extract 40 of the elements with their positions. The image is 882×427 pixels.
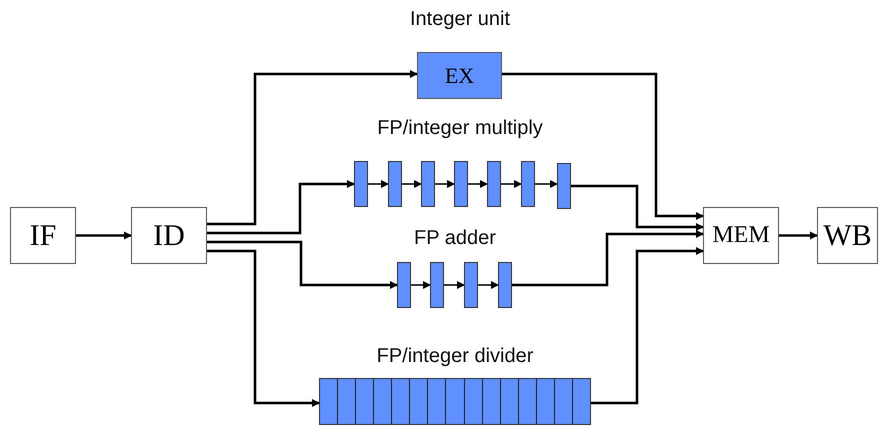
pipeline-stage-box: IF <box>10 207 76 264</box>
arrow <box>478 281 499 289</box>
pipeline-stage <box>557 163 571 209</box>
arrow <box>501 180 522 188</box>
pipeline-stage <box>487 161 501 207</box>
unit-title: FP/integer divider <box>376 345 534 368</box>
pipeline-stage <box>521 161 535 207</box>
pipeline-stage <box>454 161 468 207</box>
arrow <box>444 281 465 289</box>
pipeline-stage <box>464 262 478 308</box>
pipeline-stage <box>397 262 411 308</box>
arrow <box>368 180 389 188</box>
unit-title: FP/integer multiply <box>377 117 543 140</box>
pipeline-stage-box: MEM <box>703 207 779 264</box>
execution-unit-box: EX <box>417 52 502 99</box>
pipeline-stage <box>388 161 402 207</box>
arrow <box>468 180 488 188</box>
pipeline-stage <box>430 262 444 308</box>
arrow <box>207 240 398 289</box>
unit-title: Integer unit <box>410 8 510 31</box>
arrow <box>402 180 422 188</box>
pipeline-stage-box: WB <box>817 207 878 264</box>
arrow <box>571 184 704 231</box>
pipeline-stage <box>354 161 368 207</box>
arrow <box>207 70 418 226</box>
arrow <box>411 281 431 289</box>
arrow <box>779 232 818 240</box>
arrow <box>512 230 704 286</box>
arrow <box>535 180 558 188</box>
arrow <box>591 247 704 404</box>
arrow <box>76 232 132 240</box>
pipeline-stage <box>421 161 435 207</box>
arrow <box>435 180 455 188</box>
pipeline-stage-box: ID <box>131 207 207 264</box>
arrow <box>502 72 704 220</box>
pipeline-stage <box>498 262 512 308</box>
arrow <box>207 180 355 234</box>
unit-title: FP adder <box>414 227 496 250</box>
divider-pipeline-bar <box>319 378 591 425</box>
arrow <box>207 250 320 407</box>
